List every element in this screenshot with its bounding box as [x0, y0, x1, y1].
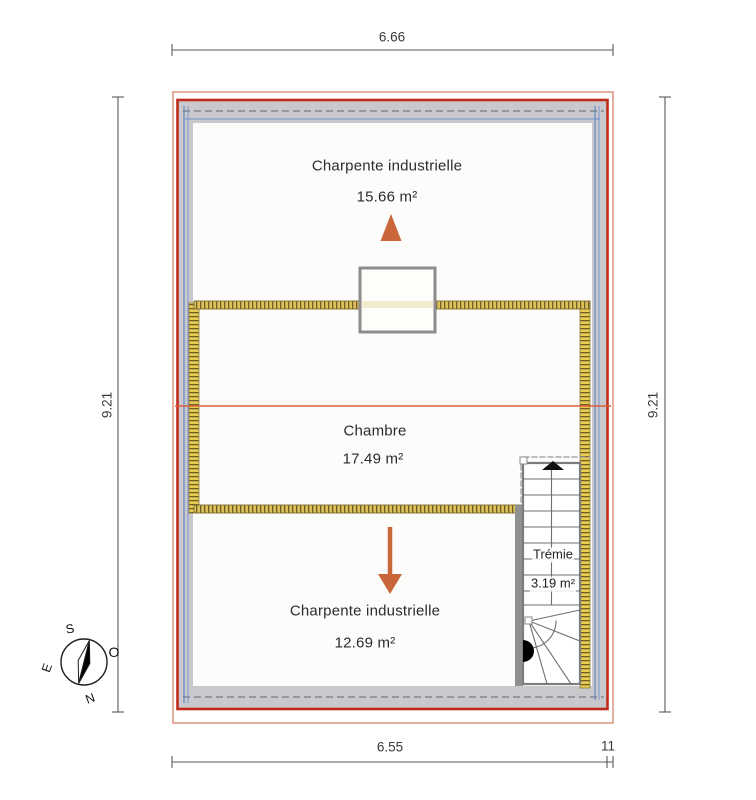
bottom-knee-wall: [193, 504, 522, 514]
room-label-charpente-bottom: Charpente industrielle: [289, 602, 441, 620]
stair-pivot-square: [524, 616, 533, 625]
room-label-charpente-top: Charpente industrielle: [311, 157, 463, 175]
staircase: [515, 456, 591, 686]
room-label-chambre: Chambre: [343, 422, 407, 440]
down-arrow: [378, 527, 402, 594]
right-dimension-label: 9.21: [645, 391, 661, 419]
right-insulation-strip: [579, 302, 591, 689]
bottom-wall-dimension-label: 11: [600, 738, 616, 754]
chimney-box: [358, 266, 437, 334]
room-area-charpente-top: 15.66 m²: [356, 188, 418, 206]
room-label-tremie: Trémie: [532, 546, 574, 563]
stair-direction-arrow: [542, 461, 564, 470]
compass-rose: [60, 638, 108, 686]
bottom-dimension-label: 6.55: [376, 739, 404, 755]
stair-enclosure-wall: [515, 505, 523, 686]
stair-newel-square: [519, 456, 528, 465]
compass-needle: [77, 640, 91, 684]
up-arrow: [380, 214, 402, 290]
room-area-chambre: 17.49 m²: [342, 450, 404, 468]
left-dimension-label: 9.21: [99, 391, 115, 419]
room-area-tremie: 3.19 m²: [529, 575, 577, 592]
left-insulation-strip: [188, 302, 200, 514]
top-dimension-label: 6.66: [378, 29, 406, 45]
room-area-charpente-bottom: 12.69 m²: [334, 634, 396, 652]
dimension-lines: [112, 44, 671, 768]
stair-pole-half-disc: [523, 640, 534, 662]
compass-west-label: O: [108, 644, 120, 660]
